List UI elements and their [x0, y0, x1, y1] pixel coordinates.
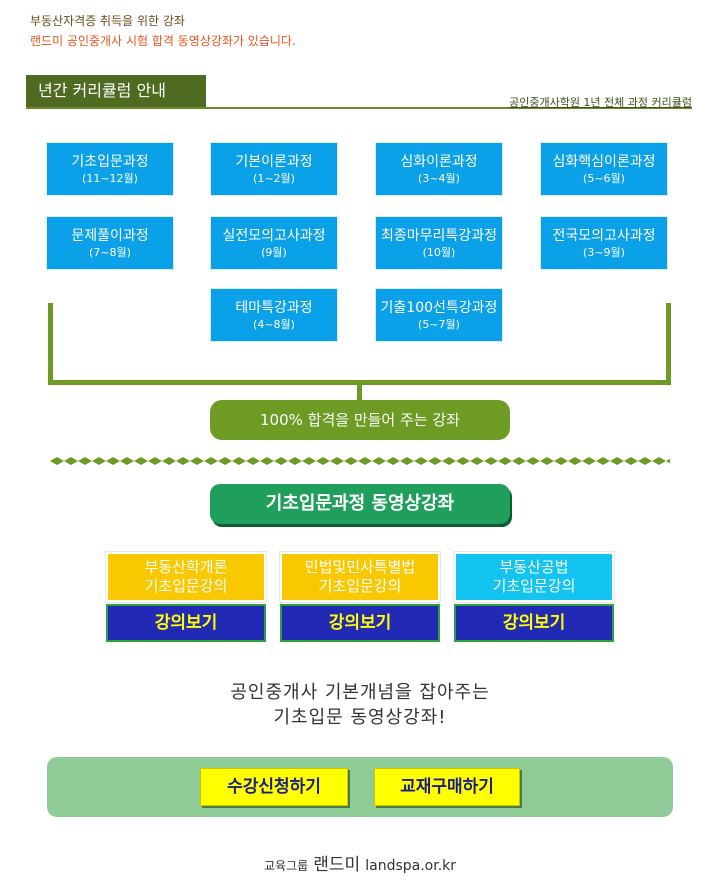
- course-card[interactable]: 심화핵심이론과정 (5~6월): [540, 142, 668, 196]
- footer-group: 교육그룹: [263, 859, 309, 873]
- lecture-subject: 민법및민사특별법: [304, 558, 416, 576]
- slogan-line-2: 기초입문 동영상강좌!: [273, 707, 447, 728]
- view-lecture-button[interactable]: 강의보기: [454, 604, 614, 642]
- course-period: (9월): [261, 245, 287, 259]
- course-period: (3~9월): [583, 245, 625, 259]
- footer-brand: 랜드미: [313, 855, 361, 875]
- intro-line-2: 랜드미 공인중개사 시험 합격 동영상강좌가 있습니다.: [30, 34, 296, 48]
- zigzag-divider: [50, 456, 670, 466]
- lecture-header: 부동산공법 기초입문강의: [453, 551, 615, 603]
- pass-pill: 100% 합격을 만들어 주는 강좌: [210, 400, 510, 440]
- course-period: (3~4월): [418, 171, 460, 185]
- course-period: (10월): [422, 245, 456, 259]
- slogan-line-1: 공인중개사 기본개념을 잡아주는: [230, 682, 490, 703]
- lecture-type: 기초입문강의: [318, 577, 402, 595]
- course-name: 최종마무리특강과정: [381, 227, 497, 244]
- course-name: 기초입문과정: [71, 153, 149, 170]
- lecture-subject: 부동산공법: [499, 558, 569, 576]
- curriculum-title: 년간 커리큘럼 안내: [26, 75, 206, 107]
- course-card[interactable]: 심화이론과정 (3~4월): [375, 142, 503, 196]
- lecture-subject: 부동산학개론: [144, 558, 228, 576]
- course-name: 전국모의고사과정: [552, 227, 656, 244]
- section-divider: [26, 107, 692, 109]
- lecture-header: 민법및민사특별법 기초입문강의: [279, 551, 441, 603]
- course-period: (11~12월): [82, 171, 138, 185]
- bracket-connector: [357, 380, 362, 402]
- footer: 교육그룹 랜드미 landspa.or.kr: [0, 850, 720, 875]
- course-period: (1~2월): [253, 171, 295, 185]
- curriculum-subtitle: 공인중개사학원 1년 전체 과정 커리큘럼: [509, 96, 692, 109]
- course-period: (4~8월): [253, 317, 295, 331]
- lecture-type: 기초입문강의: [492, 577, 576, 595]
- footer-url[interactable]: landspa.or.kr: [365, 858, 457, 874]
- bracket-right: [666, 303, 671, 385]
- course-card[interactable]: 기초입문과정 (11~12월): [46, 142, 174, 196]
- buy-books-button[interactable]: 교재구매하기: [374, 768, 520, 806]
- course-name: 기본이론과정: [235, 153, 313, 170]
- course-period: (5~7월): [418, 317, 460, 331]
- basic-course-title: 기초입문과정 동영상강좌: [210, 484, 510, 524]
- course-name: 심화이론과정: [400, 153, 478, 170]
- course-card[interactable]: 실전모의고사과정 (9월): [210, 216, 338, 270]
- course-card[interactable]: 기출100선특강과정 (5~7월): [375, 288, 503, 342]
- course-period: (7~8월): [89, 245, 131, 259]
- course-card[interactable]: 최종마무리특강과정 (10월): [375, 216, 503, 270]
- course-card[interactable]: 전국모의고사과정 (3~9월): [540, 216, 668, 270]
- lecture-card: 부동산공법 기초입문강의 강의보기: [453, 551, 615, 643]
- lecture-card: 민법및민사특별법 기초입문강의 강의보기: [279, 551, 441, 643]
- view-lecture-button[interactable]: 강의보기: [280, 604, 440, 642]
- slogan: 공인중개사 기본개념을 잡아주는 기초입문 동영상강좌!: [0, 680, 720, 730]
- course-card[interactable]: 테마특강과정 (4~8월): [210, 288, 338, 342]
- lecture-type: 기초입문강의: [144, 577, 228, 595]
- lecture-header: 부동산학개론 기초입문강의: [105, 551, 267, 603]
- course-name: 심화핵심이론과정: [552, 153, 656, 170]
- intro-line-1: 부동산자격증 취득을 위한 강좌: [30, 14, 185, 28]
- course-name: 기출100선특강과정: [380, 299, 498, 316]
- course-card[interactable]: 문제풀이과정 (7~8월): [46, 216, 174, 270]
- bracket-left: [48, 303, 53, 385]
- course-period: (5~6월): [583, 171, 625, 185]
- view-lecture-button[interactable]: 강의보기: [106, 604, 266, 642]
- course-name: 실전모의고사과정: [222, 227, 326, 244]
- enroll-button[interactable]: 수강신청하기: [200, 768, 348, 806]
- course-name: 문제풀이과정: [71, 227, 149, 244]
- course-name: 테마특강과정: [235, 299, 313, 316]
- lecture-card: 부동산학개론 기초입문강의 강의보기: [105, 551, 267, 643]
- action-bar: [47, 757, 673, 817]
- course-card[interactable]: 기본이론과정 (1~2월): [210, 142, 338, 196]
